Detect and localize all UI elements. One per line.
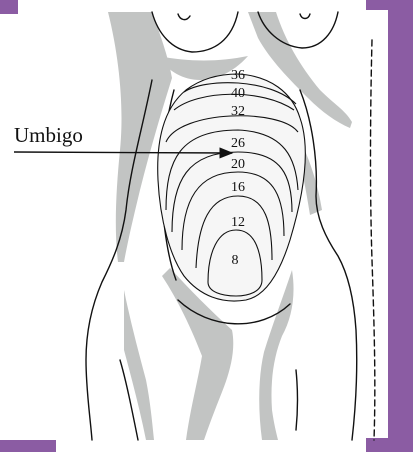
left-breast-outline	[152, 12, 238, 52]
contour-label-36: 36	[231, 68, 245, 83]
left-nipple	[178, 14, 190, 20]
contour-label-16: 16	[231, 180, 245, 195]
contour-label-20: 20	[231, 157, 245, 172]
umbigo-label: Umbigo	[14, 123, 83, 147]
right-thigh-line	[296, 370, 298, 430]
right-dashed-outline	[371, 40, 375, 440]
contour-label-26: 26	[231, 136, 245, 151]
right-torso-outline	[300, 90, 357, 440]
lower-left-shadow	[124, 290, 154, 440]
torso-diagram: 36 40 32 26 20 16 12 8 Umbigo	[0, 0, 388, 452]
contour-label-40: 40	[231, 86, 245, 101]
contour-label-12: 12	[231, 215, 245, 230]
groin-right-shadow	[259, 270, 293, 440]
umbigo-arrow	[14, 152, 232, 153]
contour-label-32: 32	[231, 104, 245, 119]
contour-label-8: 8	[232, 253, 239, 268]
right-nipple	[300, 14, 310, 19]
frame-right-border	[388, 0, 413, 452]
